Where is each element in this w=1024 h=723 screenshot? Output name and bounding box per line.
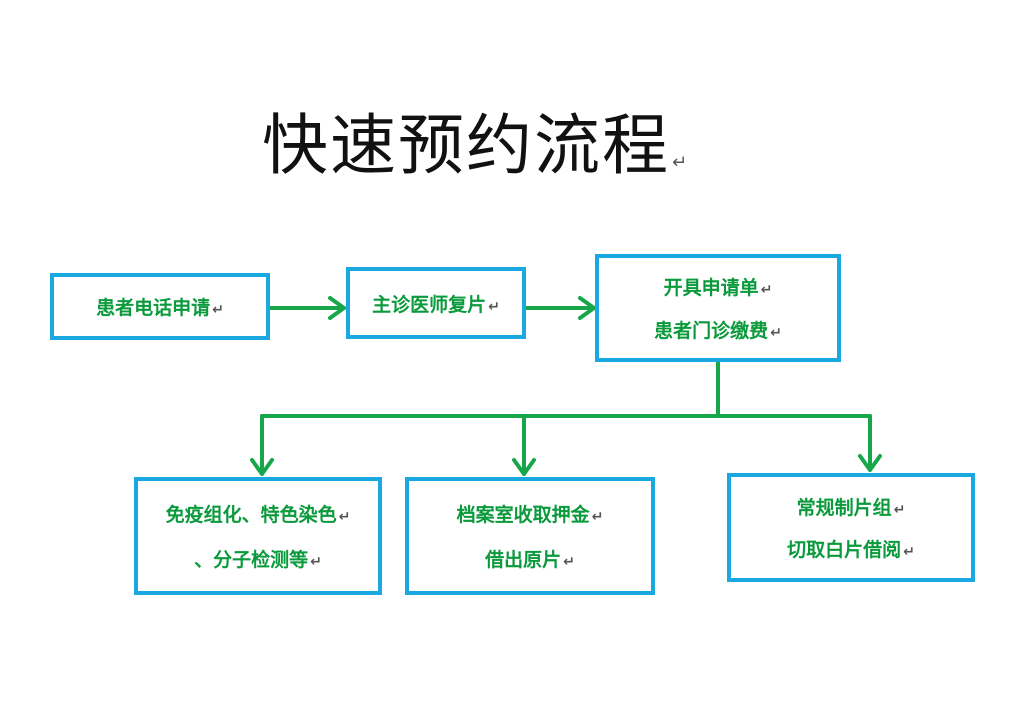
- node-label-line-1: 档案室收取押金↵: [456, 503, 604, 526]
- node-label-line-1: 免疫组化、特色染色↵: [165, 503, 351, 526]
- node-special-tests: 免疫组化、特色染色↵ 、分子检测等↵: [134, 477, 382, 595]
- node-label-line-2: 借出原片↵: [485, 549, 575, 572]
- node-label: 主诊医师复片↵: [372, 293, 500, 316]
- arrow-to-archive: [512, 414, 536, 476]
- arrow-to-special: [250, 414, 274, 476]
- node-routine-slides: 常规制片组↵ 切取白片借阅↵: [727, 473, 975, 582]
- arrow-review-to-order: [522, 296, 596, 320]
- node-label-line-2: 患者门诊缴费↵: [654, 319, 782, 342]
- node-label-line-1: 常规制片组↵: [796, 496, 906, 519]
- node-label-line-2: 切取白片借阅↵: [787, 539, 915, 562]
- arrow-apply-to-review: [268, 296, 346, 320]
- node-label: 患者电话申请↵: [96, 297, 224, 319]
- node-phone-application: 患者电话申请↵: [50, 273, 270, 340]
- node-order-and-payment: 开具申请单↵ 患者门诊缴费↵: [595, 254, 841, 362]
- node-label-line-2: 、分子检测等↵: [194, 549, 322, 572]
- arrow-to-routine: [858, 414, 882, 472]
- node-archive-loan: 档案室收取押金↵ 借出原片↵: [405, 477, 655, 595]
- page-title: 快速预约流程↵: [262, 107, 690, 184]
- node-doctor-review: 主诊医师复片↵: [346, 267, 526, 339]
- node-label-line-1: 开具申请单↵: [663, 277, 773, 300]
